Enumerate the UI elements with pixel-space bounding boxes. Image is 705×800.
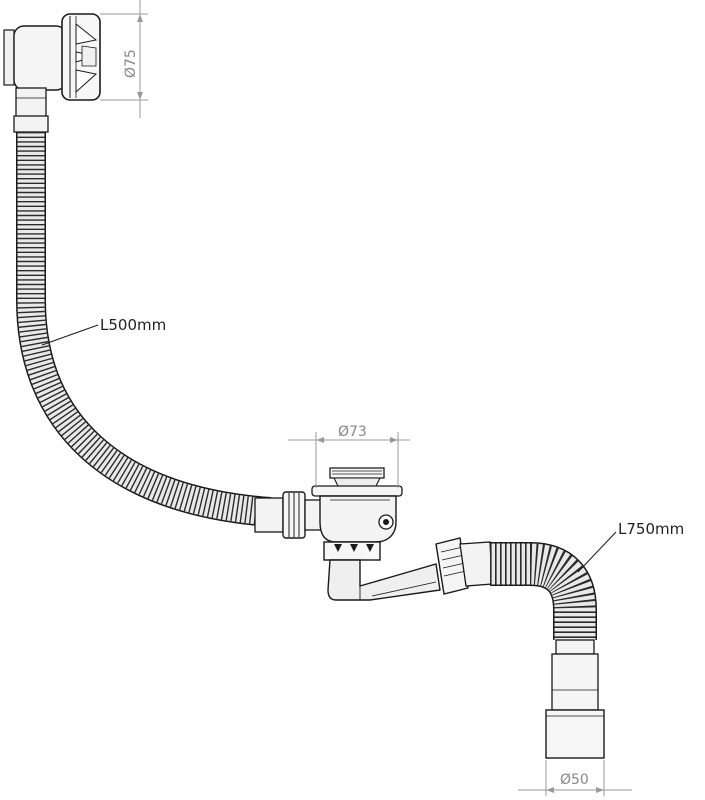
overflow-diameter-label: Ø75 — [123, 49, 139, 78]
outlet-coupling — [435, 537, 493, 595]
outlet-hose-length-callout: L750mm — [577, 520, 684, 573]
overflow-neck — [13, 87, 49, 133]
overflow-hose-length-callout: L500mm — [41, 316, 166, 346]
waste-diameter-dimension: Ø73 — [288, 424, 410, 488]
outlet-hose-length-label: L750mm — [618, 520, 684, 538]
outlet-diameter-label: Ø50 — [560, 772, 589, 788]
waste-diameter-label: Ø73 — [338, 424, 367, 440]
outlet-pipe — [545, 639, 605, 759]
outlet-hose — [490, 542, 597, 640]
overflow-hose — [15, 132, 272, 527]
overflow-head — [3, 13, 101, 101]
waste-body — [311, 467, 441, 601]
overflow-diameter-dimension: Ø75 — [100, 0, 148, 118]
overflow-connector — [254, 491, 322, 539]
overflow-hose-length-label: L500mm — [100, 316, 166, 334]
outlet-diameter-dimension: Ø50 — [518, 760, 632, 796]
